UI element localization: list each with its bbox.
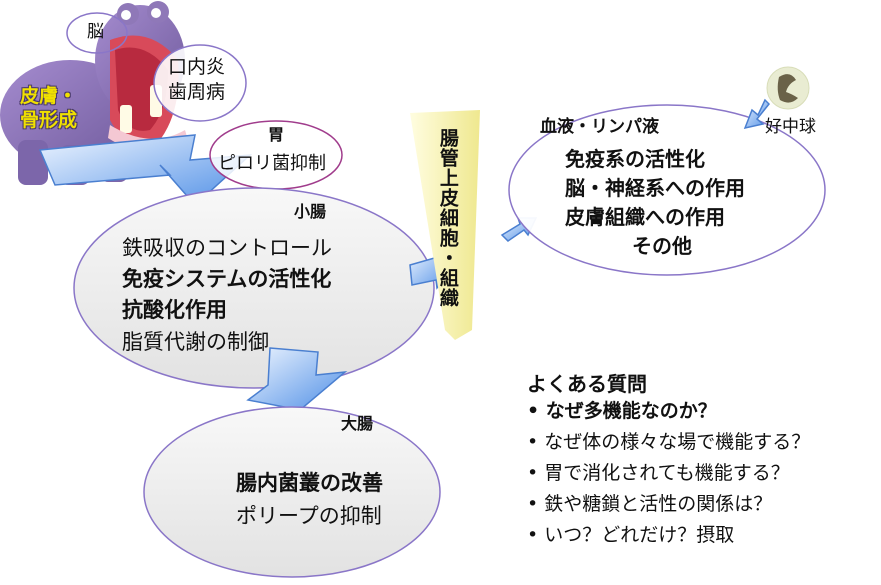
small-intestine-item-1: 鉄吸収のコントロール [122,236,332,260]
skin-bone-label: 皮膚・ 骨形成 [20,85,78,131]
epithelium-label: 腸管上皮細胞・組織 [436,128,459,308]
small-intestine-title: 小腸 [294,202,327,221]
faq-item-4: • 鉄や糖鎖と活性の関係は？ [527,493,773,515]
brain-circle [66,12,128,54]
neutrophil-icon [766,66,810,110]
small-intestine-item-2: 免疫システムの活性化 [122,267,332,291]
faq-item-3: • 胃で消化されても機能する？ [527,462,790,484]
mouth-label: 口内炎 歯周病 [168,56,226,103]
blood-item-2: 脳・神経系への作用 [565,176,745,200]
faq-item-1-text: なぜ多機能なのか？ [545,400,717,422]
epithelium-banner [410,110,480,340]
faq-item-1: • なぜ多機能なのか？ [527,400,717,422]
faq-item-5: • いつ？どれだけ？摂取 [527,524,735,546]
faq-item-2: • なぜ体の様々な場で機能する？ [527,431,811,453]
faq-item-5-text: いつ？どれだけ？摂取 [544,524,735,546]
stomach-item: ピロリ菌抑制 [218,153,326,174]
blood-ellipse [508,104,826,276]
faq-item-3-text: 胃で消化されても機能する？ [544,462,790,484]
small-intestine-item-4: 脂質代謝の制御 [122,330,269,354]
small-intestine-ellipse [73,187,435,389]
faq-item-2-text: なぜ体の様々な場で機能する？ [544,431,811,453]
blood-title: 血液・リンパ液 [540,117,659,137]
arrow-neutrophil-to-blood [743,98,771,130]
faq-item-4-text: 鉄や糖鎖と活性の関係は？ [544,493,773,515]
faq-list: • なぜ多機能なのか？ • なぜ体の様々な場で機能する？ • 胃で消化されても機… [527,400,811,556]
mouth-circle [153,44,247,122]
neutrophil-label: 好中球 [765,117,816,137]
blood-item-3: 皮膚組織への作用 [565,205,725,229]
large-intestine-title: 大腸 [341,414,374,433]
hippo-illustration [0,1,188,185]
faq-title: よくある質問 [527,372,647,396]
small-intestine-item-3: 抗酸化作用 [122,298,227,322]
large-intestine-item-1: 腸内菌叢の改善 [236,471,383,495]
brain-label: 脳 [87,22,104,42]
large-intestine-item-2: ポリープの抑制 [236,504,382,528]
large-intestine-ellipse [143,406,441,578]
arrow-small-to-large-intestine [246,347,348,411]
blood-item-1: 免疫系の活性化 [565,147,705,171]
blood-item-4: その他 [632,234,692,258]
stomach-title: 胃 [268,125,285,144]
